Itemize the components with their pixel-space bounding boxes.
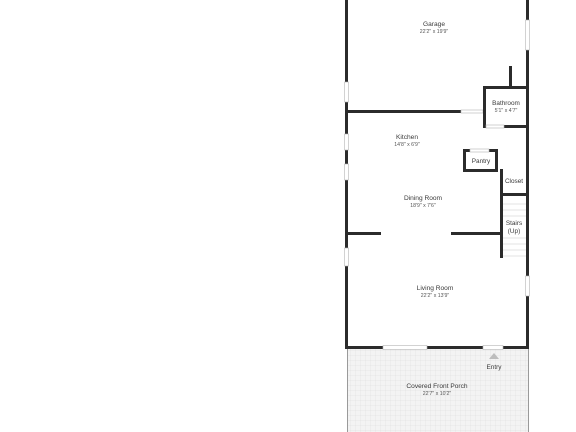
wall-pantry-right xyxy=(495,149,498,171)
door-bathroom xyxy=(485,124,505,129)
window-right-garage xyxy=(525,19,530,51)
stairs-treads xyxy=(503,203,526,257)
kitchen-label: Kitchen xyxy=(396,134,418,141)
wall-pantry-bottom xyxy=(463,169,498,172)
wall-bathroom-left xyxy=(483,86,486,126)
wall-dining-living-right xyxy=(451,232,503,235)
stairs-label: Stairs xyxy=(506,220,522,227)
bathroom-label: Bathroom xyxy=(492,100,520,107)
pantry-label: Pantry xyxy=(472,158,491,165)
window-right-living xyxy=(525,275,530,297)
wall-dining-living-left xyxy=(345,232,381,235)
living-room-label: Living Room xyxy=(417,285,454,292)
window-left-kitchen xyxy=(344,133,349,151)
wall-bathroom-divider xyxy=(509,66,512,88)
porch-floor xyxy=(347,349,529,432)
door-garage-kitchen xyxy=(460,109,484,114)
window-front xyxy=(382,345,428,350)
wall-bathroom-bottom-left xyxy=(483,125,486,128)
wall-closet-left xyxy=(500,169,503,195)
wall-closet-bottom xyxy=(500,193,529,196)
porch-dims: 22'7" x 10'2" xyxy=(423,391,452,397)
stairs-label-direction: (Up) xyxy=(508,228,520,235)
entry-arrow-icon xyxy=(489,353,499,359)
living-room-dims: 22'2" x 13'9" xyxy=(421,293,450,299)
wall-bathroom-bottom-right xyxy=(504,125,529,128)
door-front-entry xyxy=(482,345,504,350)
window-left-dining xyxy=(344,163,349,181)
wall-exterior-bottom xyxy=(345,346,529,349)
bathroom-dims: 5'1" x 4'7" xyxy=(495,108,518,114)
dining-room-dims: 18'9" x 7'6" xyxy=(410,203,436,209)
porch-label: Covered Front Porch xyxy=(406,383,468,390)
garage-dims: 22'2" x 19'9" xyxy=(420,29,449,35)
dining-room-label: Dining Room xyxy=(404,195,443,202)
wall-bathroom-top xyxy=(483,86,529,89)
kitchen-dims: 14'8" x 6'9" xyxy=(394,142,420,148)
wall-garage-kitchen-left xyxy=(345,110,461,113)
door-pantry xyxy=(469,148,490,153)
entry-label: Entry xyxy=(487,364,503,371)
window-left-living xyxy=(344,247,349,267)
wall-pantry-left xyxy=(463,149,466,171)
wall-exterior-right xyxy=(526,0,529,349)
garage-label: Garage xyxy=(423,21,445,28)
closet-label: Closet xyxy=(505,178,523,185)
window-left-garage xyxy=(344,81,349,103)
wall-stairs-left xyxy=(500,196,503,258)
